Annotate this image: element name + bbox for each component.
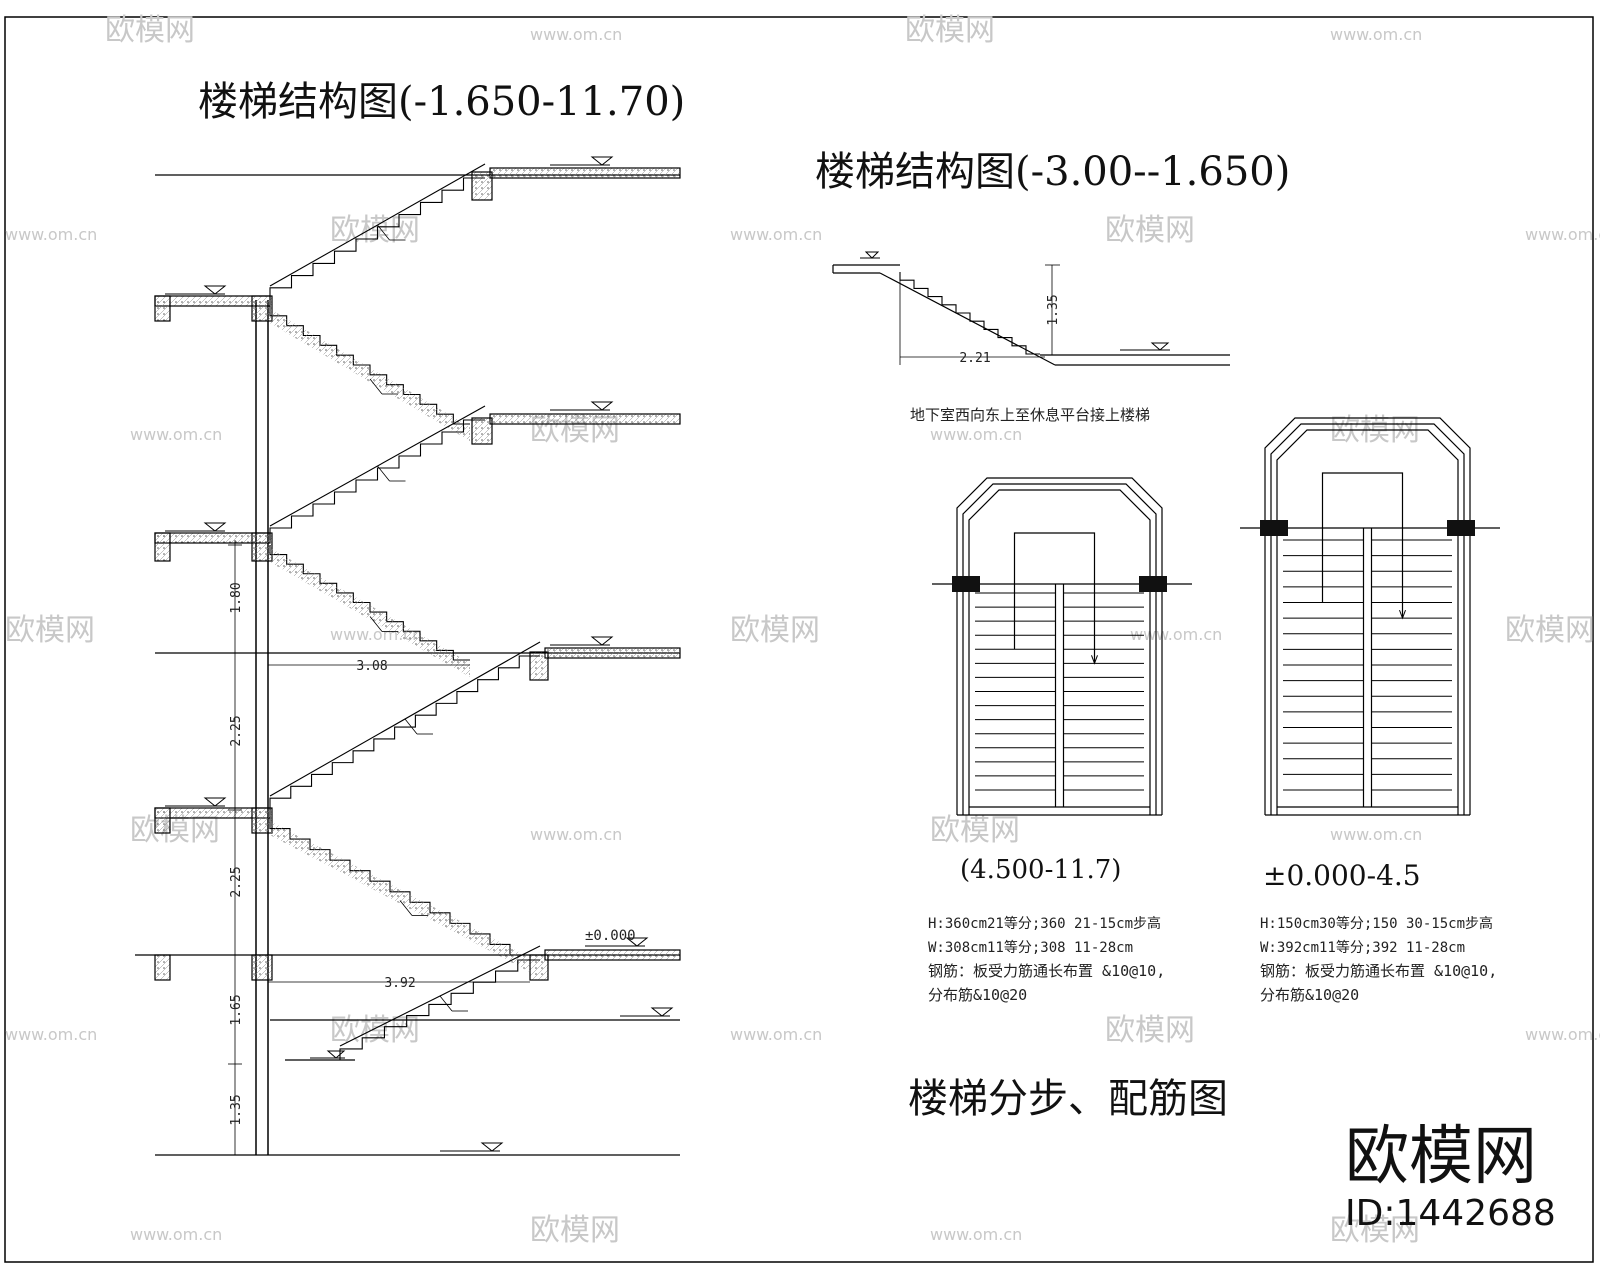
watermark-brand: 欧模网 bbox=[330, 213, 420, 248]
landing-beam bbox=[251, 807, 273, 834]
landing-beam bbox=[154, 532, 171, 562]
dim-v3: 2.25 bbox=[229, 866, 244, 897]
landing-beam bbox=[251, 532, 273, 562]
plan-left-note: H:360cm21等分;360 21-15cm步高 bbox=[928, 915, 1161, 932]
stair-flights bbox=[269, 163, 541, 1060]
watermark-brand: 欧模网 bbox=[905, 13, 995, 48]
landing-beam bbox=[154, 954, 171, 981]
stair-flight bbox=[339, 945, 541, 1060]
landing-beam bbox=[471, 171, 493, 201]
watermark-site: www.om.cn bbox=[730, 1025, 822, 1044]
watermark-brand: 欧模网 bbox=[1505, 613, 1595, 648]
landing-beam bbox=[251, 954, 273, 981]
dim-v2: 2.25 bbox=[229, 715, 244, 746]
stair-flight bbox=[269, 405, 486, 540]
watermark-brand: 欧模网 bbox=[5, 613, 95, 648]
landing-beam bbox=[471, 417, 493, 445]
plan-left-label: (4.500-11.7) bbox=[960, 855, 1121, 885]
watermark-brand: 欧模网 bbox=[1105, 213, 1195, 248]
watermark-site: www.om.cn bbox=[1525, 225, 1600, 244]
plan-left-note: W:308cm11等分;308 11-28cm bbox=[928, 939, 1133, 956]
watermark-brand: 欧模网 bbox=[130, 813, 220, 848]
stair-flight bbox=[269, 818, 530, 972]
watermark-brand: 欧模网 bbox=[730, 613, 820, 648]
watermark-brand: 欧模网 bbox=[1105, 1013, 1195, 1048]
watermark-site: www.om.cn bbox=[5, 225, 97, 244]
basement-section-title: 楼梯结构图(-3.00--1.650) bbox=[815, 149, 1290, 195]
watermark-site: www.om.cn bbox=[130, 425, 222, 444]
watermark-site: www.om.cn bbox=[1525, 1025, 1600, 1044]
main-stair-section bbox=[135, 156, 681, 1156]
brand-logo-text: 欧模网 bbox=[1345, 1120, 1537, 1194]
watermark-layer: 欧模网 www.om.cn 欧模网 www.om.cn www.om.cn 欧模网 www.… bbox=[5, 13, 1600, 1248]
stair-flight bbox=[269, 306, 470, 441]
landing-slab bbox=[544, 647, 681, 659]
landing-beam bbox=[251, 295, 273, 322]
plan-view-right bbox=[1240, 417, 1500, 816]
dim-h2: 3.92 bbox=[384, 976, 415, 991]
elevation-markers bbox=[165, 156, 674, 1152]
landing-slab bbox=[489, 413, 681, 425]
watermark-brand: 欧模网 bbox=[330, 1013, 420, 1048]
landing-beam bbox=[529, 954, 549, 981]
plan-right-note: 钢筋：板受力筋通长布置 &10@10, bbox=[1260, 962, 1497, 980]
watermark-brand: 欧模网 bbox=[530, 1213, 620, 1248]
elevation-zero-label: ±0.000 bbox=[585, 928, 636, 944]
stair-flight bbox=[269, 641, 541, 810]
watermark-site: www.om.cn bbox=[1330, 825, 1422, 844]
landing-slab bbox=[544, 949, 681, 961]
drawing-frame bbox=[4, 16, 1594, 1263]
watermark-brand: 欧模网 bbox=[105, 13, 195, 48]
plan-right-note: W:392cm11等分;392 11-28cm bbox=[1260, 939, 1465, 956]
landing-beam bbox=[154, 295, 171, 322]
basement-stair-section bbox=[832, 251, 1230, 366]
landing-slab bbox=[489, 167, 681, 179]
basement-dim-height: 1.35 bbox=[1046, 294, 1061, 325]
plan-right-label: ±0.000-4.5 bbox=[1263, 859, 1421, 892]
watermark-site: www.om.cn bbox=[930, 1225, 1022, 1244]
watermark-brand: 欧模网 bbox=[1330, 1213, 1420, 1248]
dim-v4: 1.65 bbox=[229, 994, 244, 1025]
plans-title: 楼梯分步、配筋图 bbox=[908, 1076, 1228, 1122]
plan-right-note: H:150cm30等分;150 30-15cm步高 bbox=[1260, 915, 1493, 932]
plan-view-left bbox=[932, 477, 1192, 816]
dim-v1: 1.80 bbox=[229, 582, 244, 613]
model-id: ID:1442688 bbox=[1345, 1193, 1556, 1234]
dim-h1: 3.08 bbox=[356, 659, 387, 674]
landing-beam bbox=[529, 651, 549, 681]
main-section-title: 楼梯结构图(-1.650-11.70) bbox=[198, 79, 685, 125]
watermark-site: www.om.cn bbox=[130, 1225, 222, 1244]
watermark-site: www.om.cn bbox=[1130, 625, 1222, 644]
landing-beam bbox=[154, 807, 171, 834]
plan-left-note: 钢筋：板受力筋通长布置 &10@10, bbox=[928, 962, 1165, 980]
stair-flight bbox=[269, 545, 470, 677]
watermark-site: www.om.cn bbox=[5, 1025, 97, 1044]
watermark-site: www.om.cn bbox=[1330, 25, 1422, 44]
watermark-site: www.om.cn bbox=[530, 25, 622, 44]
basement-dim-length: 2.21 bbox=[959, 351, 990, 366]
basement-caption: 地下室西向东上至休息平台接上楼梯 bbox=[910, 406, 1150, 424]
watermark-site: www.om.cn bbox=[730, 225, 822, 244]
watermark-brand: 欧模网 bbox=[930, 813, 1020, 848]
plan-right-note: 分布筋&10@20 bbox=[1260, 986, 1359, 1004]
watermark-site: www.om.cn bbox=[930, 425, 1022, 444]
dimension-ticks bbox=[228, 544, 242, 1156]
dim-v5: 1.35 bbox=[229, 1094, 244, 1125]
watermark-site: www.om.cn bbox=[530, 825, 622, 844]
plan-left-note: 分布筋&10@20 bbox=[928, 986, 1027, 1004]
stair-flight bbox=[269, 163, 486, 300]
